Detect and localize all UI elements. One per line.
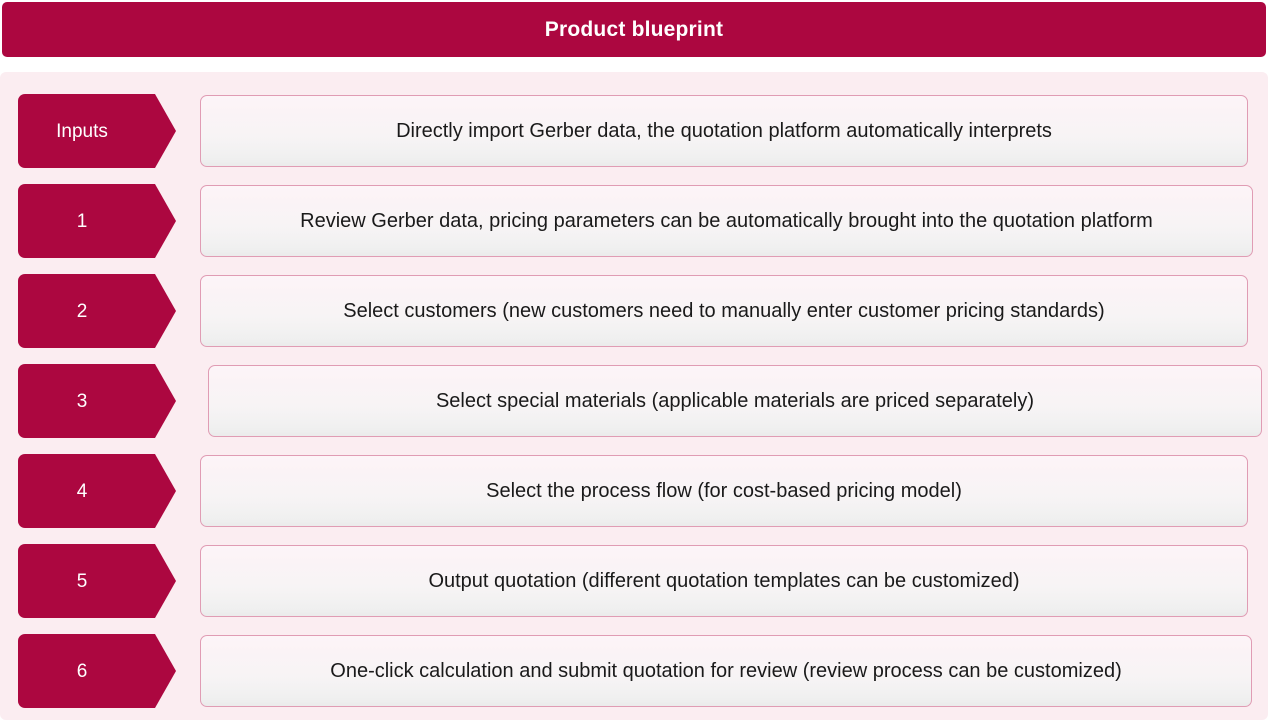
step-description-box-3[interactable]: Select special materials (applicable mat… xyxy=(208,365,1262,437)
arrow-body xyxy=(18,634,146,708)
arrow-body xyxy=(18,184,146,258)
step-description-box-1[interactable]: Review Gerber data, pricing parameters c… xyxy=(200,185,1253,257)
arrow-body xyxy=(18,454,146,528)
step-label: 1 xyxy=(76,210,88,232)
step-description-box-4[interactable]: Select the process flow (for cost-based … xyxy=(200,455,1248,527)
flow-row: 6 One-click calculation and submit quotat… xyxy=(0,634,1268,708)
step-description-text: Review Gerber data, pricing parameters c… xyxy=(300,209,1153,232)
flow-row: Inputs Directly import Gerber data, the q… xyxy=(0,94,1268,168)
step-label: 4 xyxy=(76,480,88,502)
step-label: 3 xyxy=(76,390,88,412)
flow-row: 5 Output quotation (different quotation t… xyxy=(0,544,1268,618)
step-arrow-0[interactable]: Inputs xyxy=(18,94,176,168)
step-description-text: One-click calculation and submit quotati… xyxy=(330,659,1122,682)
flow-row: 4 Select the process flow (for cost-based… xyxy=(0,454,1268,528)
flow-panel: Inputs Directly import Gerber data, the q… xyxy=(0,72,1268,720)
step-label: Inputs xyxy=(56,120,108,142)
header-banner: Product blueprint xyxy=(2,2,1266,57)
step-arrow-5[interactable]: 5 xyxy=(18,544,176,618)
step-description-box-0[interactable]: Directly import Gerber data, the quotati… xyxy=(200,95,1248,167)
flow-row: 3 Select special materials (applicable ma… xyxy=(0,364,1268,438)
step-description-box-6[interactable]: One-click calculation and submit quotati… xyxy=(200,635,1252,707)
arrow-body xyxy=(18,364,146,438)
step-description-text: Select special materials (applicable mat… xyxy=(435,389,1035,412)
step-arrow-3[interactable]: 3 xyxy=(18,364,176,438)
step-arrow-2[interactable]: 2 xyxy=(18,274,176,348)
step-description-box-2[interactable]: Select customers (new customers need to … xyxy=(200,275,1248,347)
step-label: 6 xyxy=(76,660,88,682)
step-description-text: Directly import Gerber data, the quotati… xyxy=(396,119,1052,142)
step-description-text: Select the process flow (for cost-based … xyxy=(486,479,962,502)
arrow-body xyxy=(18,544,146,618)
step-description-box-5[interactable]: Output quotation (different quotation te… xyxy=(200,545,1248,617)
arrow-body xyxy=(18,274,146,348)
step-description-text: Select customers (new customers need to … xyxy=(343,299,1105,322)
step-arrow-1[interactable]: 1 xyxy=(18,184,176,258)
page-title: Product blueprint xyxy=(544,18,724,41)
step-description-text: Output quotation (different quotation te… xyxy=(428,569,1020,592)
step-label: 5 xyxy=(76,570,88,592)
flow-row: 2 Select customers (new customers need to… xyxy=(0,274,1268,348)
arrow-body xyxy=(18,94,146,168)
flow-row: 1 Review Gerber data, pricing parameters … xyxy=(0,184,1268,258)
step-label: 2 xyxy=(76,300,88,322)
step-arrow-4[interactable]: 4 xyxy=(18,454,176,528)
step-arrow-6[interactable]: 6 xyxy=(18,634,176,708)
